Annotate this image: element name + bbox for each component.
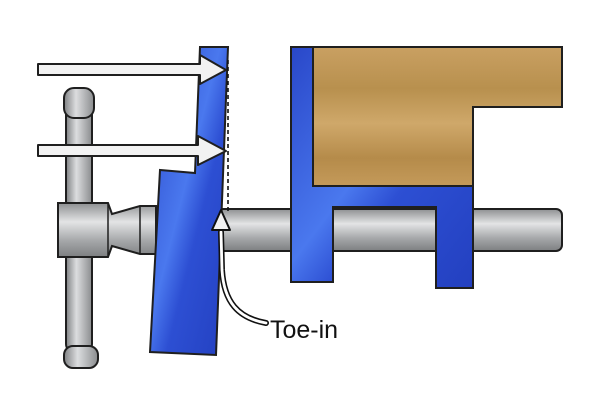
- screw-body: [57, 202, 157, 258]
- arrow-right-icon: [37, 135, 227, 166]
- fixed-jaw: [290, 46, 474, 289]
- callout-label: Toe-in: [270, 316, 338, 344]
- wood-workpiece: [312, 46, 563, 187]
- curved-arrow-up-icon: [211, 209, 269, 326]
- arrow-right-icon: [37, 54, 227, 85]
- tilted-jaw: [148, 46, 230, 357]
